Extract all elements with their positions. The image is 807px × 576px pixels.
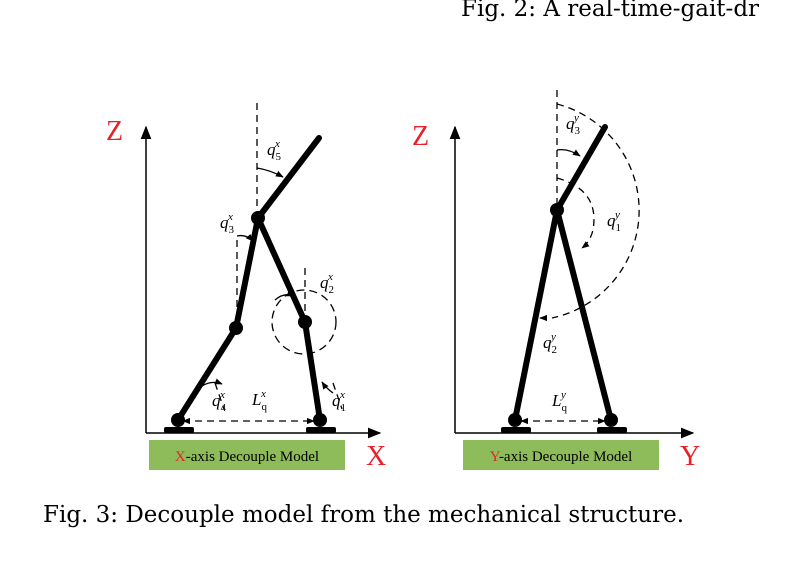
right-model-title: Y-axis Decouple Model [490, 449, 632, 465]
top-caption: Fig. 2: A real-time-gait-dr [461, 0, 760, 22]
left-model-title: X-axis Decouple Model [175, 449, 319, 465]
left-x-label: X [366, 441, 386, 472]
right-y-label: Y [680, 441, 700, 472]
figure-caption: Fig. 3: Decouple model from the mechanic… [43, 502, 685, 528]
right-z-label: Z [412, 121, 429, 152]
left-z-label: Z [106, 116, 123, 147]
right-joints [501, 203, 627, 433]
right-reference-lines [520, 90, 640, 425]
label-q1y: q1y [607, 209, 621, 234]
left-angle-arcs [201, 167, 334, 394]
label-lqy: Lqy [551, 389, 567, 414]
label-q5x: q5x [267, 138, 282, 163]
label-q2x: q2x [320, 271, 334, 296]
x-axis-model: Z X [106, 103, 386, 472]
left-model-title-box [149, 440, 345, 470]
label-q3x: q3x [220, 211, 235, 236]
label-q3y: q3y [566, 112, 581, 137]
right-angle-arcs [539, 148, 581, 322]
left-reference-lines [182, 103, 343, 425]
label-q2y: q2y [543, 331, 557, 356]
y-axis-model: Z Y q3y q1y q2y Lqy Y-axis De [412, 90, 700, 472]
label-q1x: q1x [332, 389, 346, 414]
right-model-title-box [463, 440, 659, 470]
right-leg-links [512, 124, 614, 423]
left-leg-links [175, 135, 323, 423]
label-lqx: Lqx [251, 388, 267, 413]
label-q4x: q4x [212, 389, 227, 414]
left-joints [164, 211, 336, 433]
